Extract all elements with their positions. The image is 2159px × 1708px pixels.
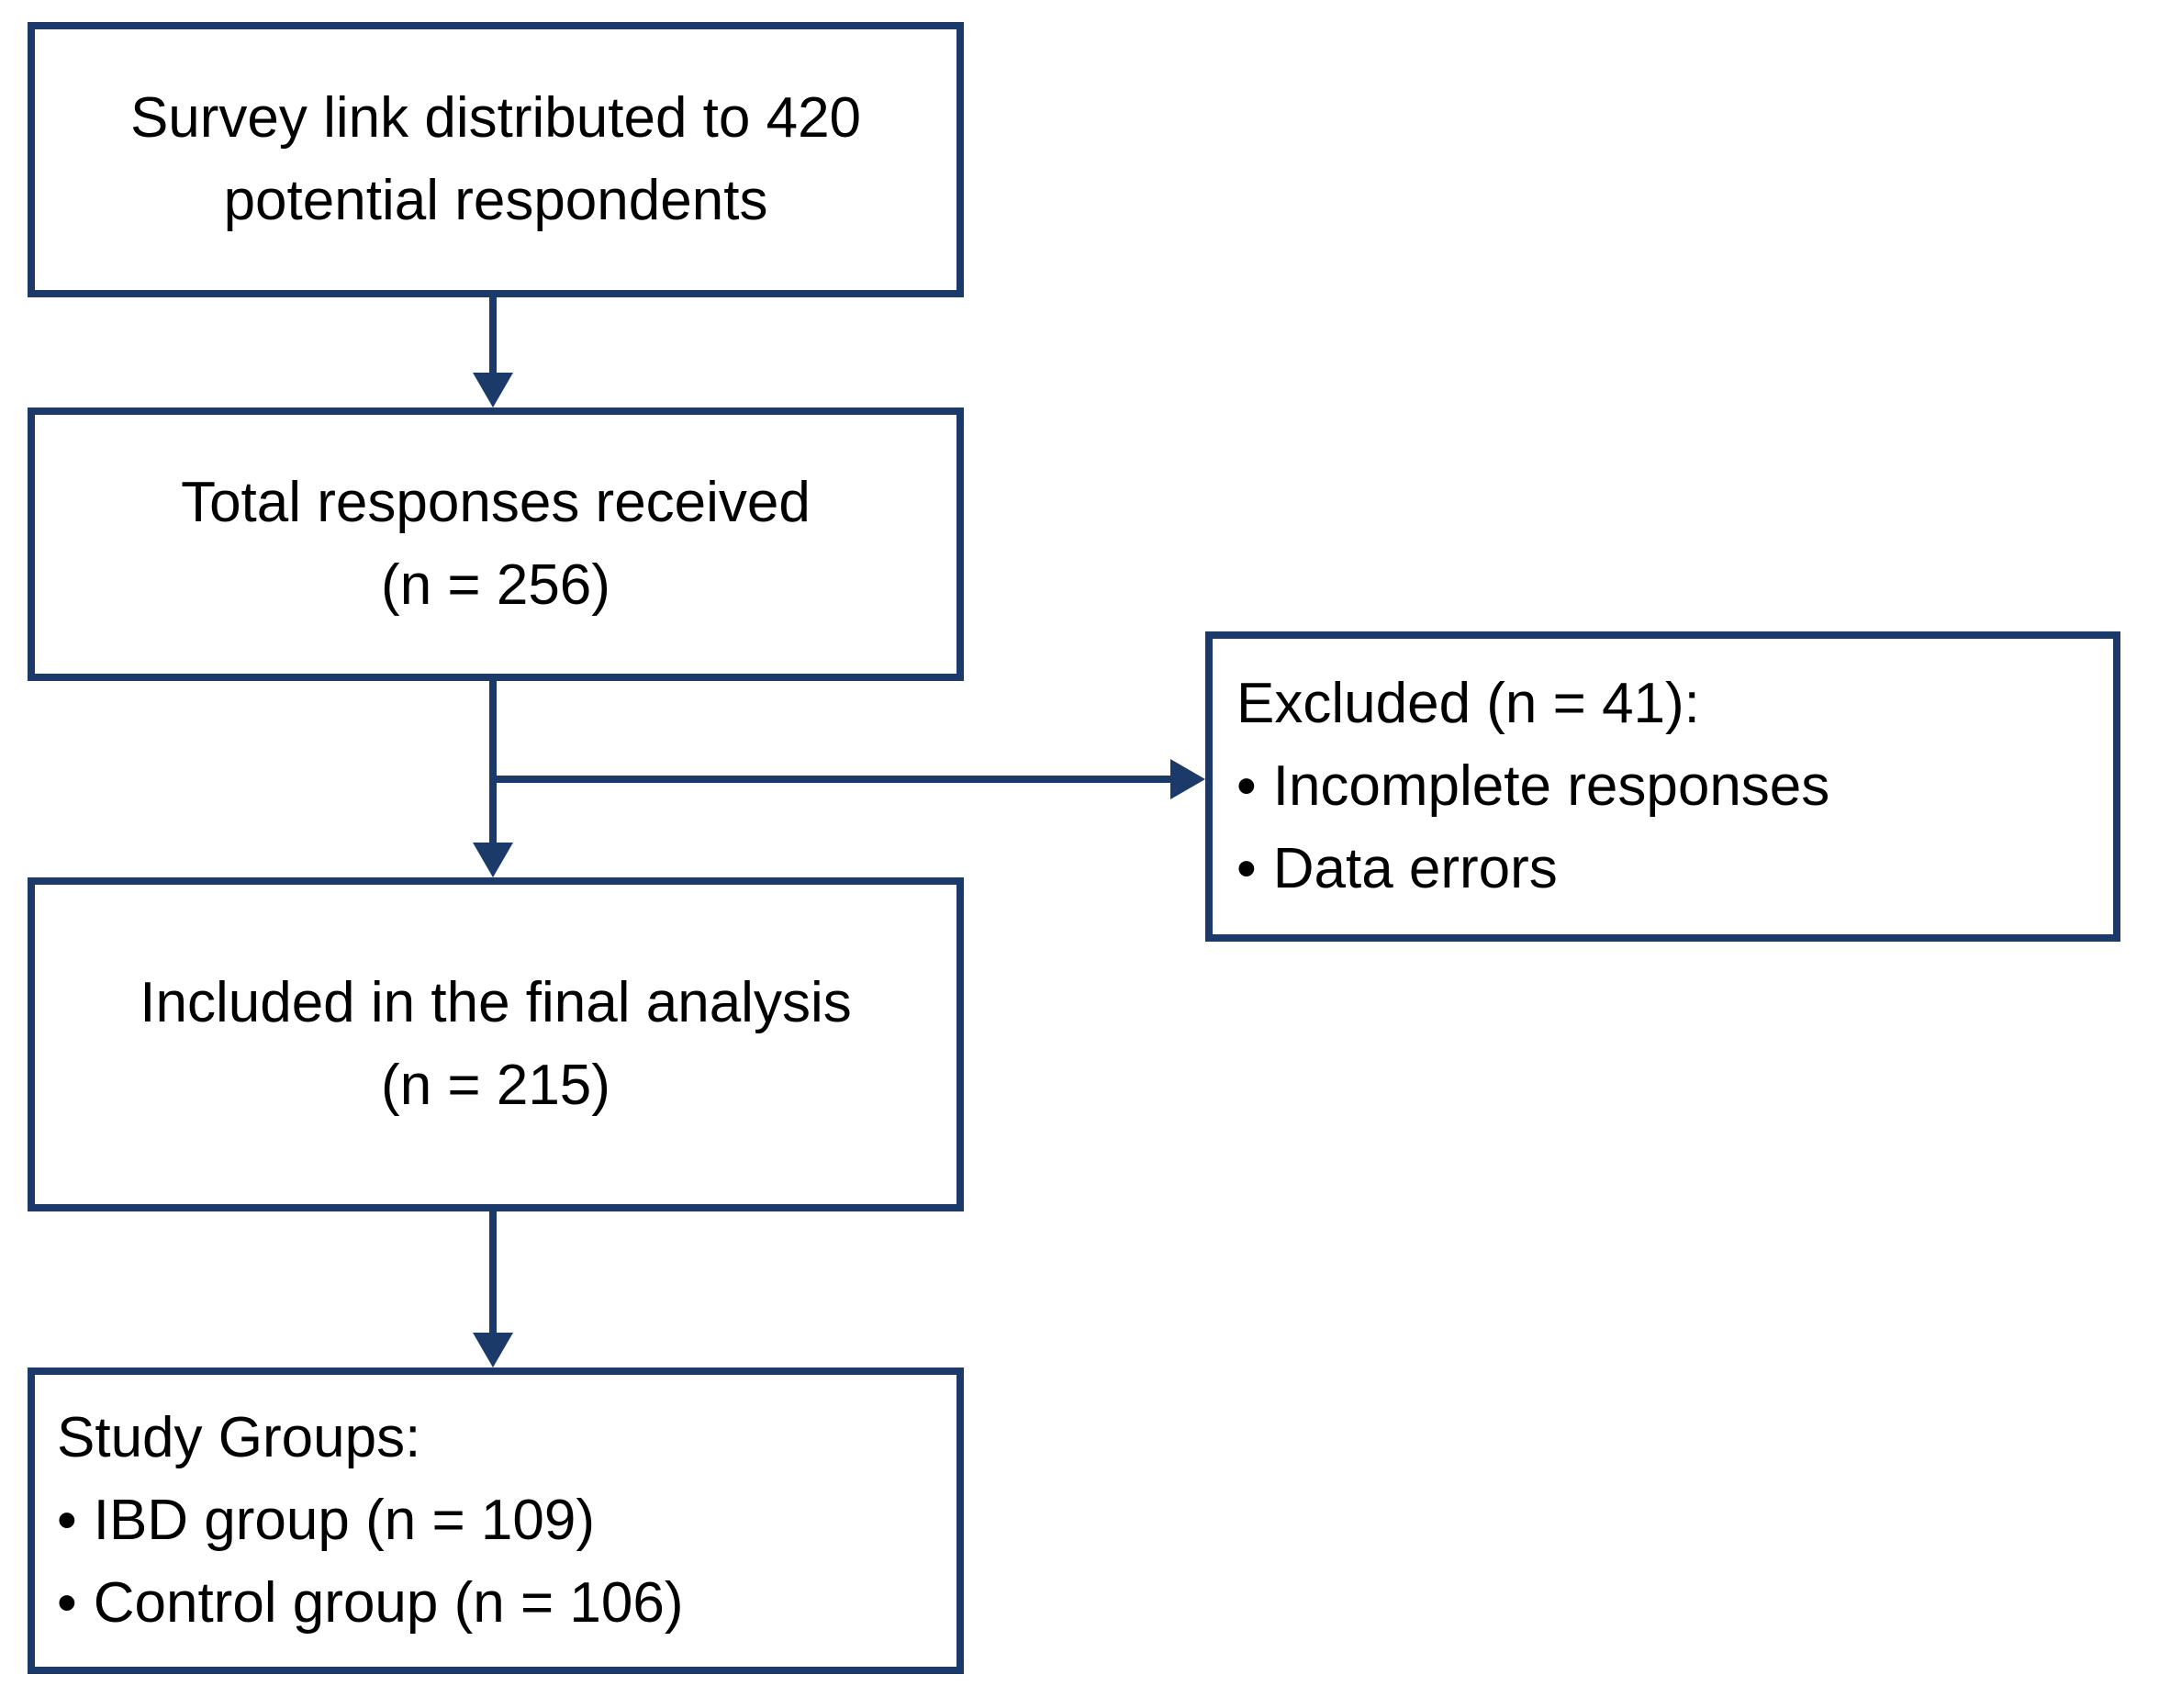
bullet-icon: • bbox=[1236, 837, 1257, 900]
list-item-label: Incomplete responses bbox=[1272, 754, 1830, 818]
arrow-shaft bbox=[489, 1211, 497, 1338]
arrow-right-icon bbox=[1170, 759, 1205, 799]
bullet-icon: • bbox=[57, 1571, 77, 1635]
box-total-responses: Total responses received (n = 256) bbox=[28, 407, 964, 681]
box-survey-distributed: Survey link distributed to 420 potential… bbox=[28, 22, 964, 297]
box-text-line: Survey link distributed to 420 bbox=[129, 86, 862, 150]
list-item: • Data errors bbox=[1236, 828, 1558, 910]
box-excluded: Excluded (n = 41): • Incomplete response… bbox=[1205, 631, 2120, 942]
list-item: • Control group (n = 106) bbox=[57, 1562, 683, 1645]
box-text-line: (n = 256) bbox=[381, 553, 610, 617]
box-text-line: Total responses received bbox=[181, 471, 811, 534]
list-item: • Incomplete responses bbox=[1236, 745, 1829, 828]
arrow-shaft bbox=[489, 681, 497, 848]
box-title: Study Groups: bbox=[57, 1406, 421, 1469]
arrow-down-icon bbox=[473, 1333, 513, 1368]
box-text-line: potential respondents bbox=[223, 169, 768, 232]
arrow-down-icon bbox=[473, 373, 513, 407]
list-item-label: IBD group (n = 109) bbox=[93, 1489, 595, 1552]
arrow-down-icon bbox=[473, 843, 513, 877]
arrow-shaft bbox=[493, 776, 1172, 783]
bullet-icon: • bbox=[57, 1489, 77, 1552]
bullet-icon: • bbox=[1236, 754, 1257, 818]
list-item-label: Data errors bbox=[1272, 837, 1558, 900]
box-text-line: (n = 215) bbox=[381, 1054, 610, 1117]
box-title: Excluded (n = 41): bbox=[1236, 672, 1700, 735]
list-item-label: Control group (n = 106) bbox=[93, 1571, 684, 1635]
box-included-final-analysis: Included in the final analysis (n = 215) bbox=[28, 877, 964, 1211]
arrow-shaft bbox=[489, 297, 497, 380]
box-study-groups: Study Groups: • IBD group (n = 109) • Co… bbox=[28, 1368, 964, 1674]
list-item: • IBD group (n = 109) bbox=[57, 1479, 595, 1562]
box-text-line: Included in the final analysis bbox=[140, 971, 852, 1034]
